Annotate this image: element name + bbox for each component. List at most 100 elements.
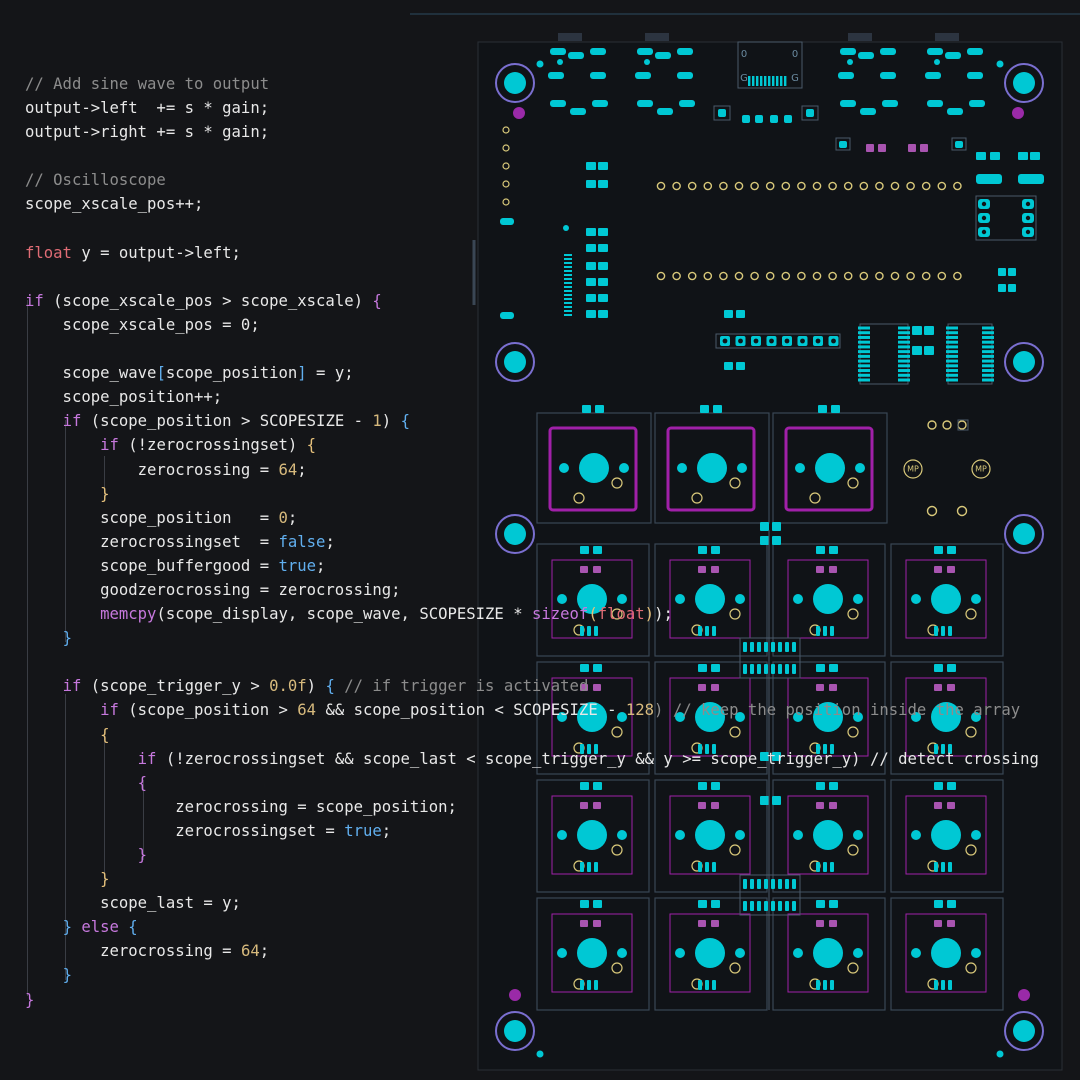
header-pin bbox=[859, 181, 869, 191]
key-led-pad bbox=[580, 920, 588, 927]
code-token: (scope_position > SCOPESIZE - bbox=[81, 412, 373, 431]
ic-right-pin bbox=[982, 340, 994, 344]
mounting-hole-ring bbox=[1004, 514, 1044, 554]
code-line[interactable]: scope_buffergood = true; bbox=[25, 554, 1039, 578]
code-line[interactable]: if (scope_position > SCOPESIZE - 1) { bbox=[25, 409, 1039, 433]
smd-pad bbox=[1008, 284, 1016, 292]
key-pin bbox=[934, 862, 938, 872]
mounting-hole-ring bbox=[495, 514, 535, 554]
ic-pin bbox=[564, 290, 572, 292]
header-pin bbox=[937, 181, 947, 191]
code-line[interactable]: if (scope_position > 64 && scope_positio… bbox=[25, 698, 1039, 722]
code-line[interactable] bbox=[25, 337, 1039, 361]
key-led-pad bbox=[580, 802, 588, 809]
code-line[interactable]: goodzerocrossing = zerocrossing; bbox=[25, 578, 1039, 602]
capacitor-pad bbox=[598, 278, 608, 286]
key-pin bbox=[580, 862, 584, 872]
code-line[interactable]: scope_last = y; bbox=[25, 891, 1039, 915]
code-line[interactable]: { bbox=[25, 723, 1039, 747]
key-center-pad bbox=[577, 938, 607, 968]
code-token bbox=[72, 918, 81, 936]
mounting-hole-ring bbox=[495, 63, 535, 103]
code-line[interactable]: scope_position = 0; bbox=[25, 506, 1039, 530]
code-line[interactable] bbox=[25, 217, 1039, 241]
key-side-pad bbox=[675, 830, 685, 840]
code-line[interactable]: if (scope_trigger_y > 0.0f) { // if trig… bbox=[25, 674, 1039, 698]
jack-pad bbox=[882, 100, 898, 107]
code-token: scope_last = y; bbox=[25, 894, 241, 913]
code-line[interactable]: if (scope_xscale_pos > scope_xscale) { bbox=[25, 289, 1039, 313]
jack-pad bbox=[592, 100, 608, 107]
ic-right-pin bbox=[946, 340, 958, 344]
test-point bbox=[903, 459, 923, 479]
connector-pin bbox=[771, 901, 775, 911]
code-token: } bbox=[100, 870, 110, 889]
key-side-pad bbox=[853, 712, 863, 722]
code-line[interactable] bbox=[25, 650, 1039, 674]
code-line[interactable]: zerocrossingset = false; bbox=[25, 530, 1039, 554]
code-line[interactable]: float y = output->left; bbox=[25, 241, 1039, 265]
code-line[interactable]: memcpy(scope_display, scope_wave, SCOPES… bbox=[25, 602, 1039, 626]
code-line[interactable]: } bbox=[25, 626, 1039, 650]
jack-via bbox=[557, 59, 563, 65]
code-editor: // Add sine wave to output output->left +… bbox=[25, 72, 1039, 1012]
connector-pin bbox=[785, 642, 789, 652]
key-side-pad bbox=[675, 712, 685, 722]
capacitor-pad bbox=[598, 180, 608, 188]
key-smd-pad bbox=[593, 664, 602, 672]
code-line[interactable]: output->left += s * gain; bbox=[25, 96, 1039, 120]
code-line[interactable]: } bbox=[25, 843, 1039, 867]
key-courtyard bbox=[536, 661, 650, 775]
key-pin bbox=[587, 626, 591, 636]
smd-pad bbox=[736, 362, 745, 370]
code-line[interactable]: zerocrossingset = true; bbox=[25, 819, 1039, 843]
code-line[interactable]: { bbox=[25, 771, 1039, 795]
jack-pad bbox=[858, 52, 874, 59]
key-silkscreen bbox=[787, 677, 869, 757]
jack-pad bbox=[945, 52, 961, 59]
key-side-pad bbox=[735, 594, 745, 604]
key-diode-pin bbox=[611, 726, 623, 738]
code-line[interactable]: zerocrossing = 64; bbox=[25, 458, 1039, 482]
code-line[interactable]: if (!zerocrossingset && scope_last < sco… bbox=[25, 747, 1039, 771]
code-line[interactable] bbox=[25, 265, 1039, 289]
code-line[interactable]: zerocrossing = 64; bbox=[25, 939, 1039, 963]
code-line[interactable]: } bbox=[25, 963, 1039, 987]
code-line[interactable] bbox=[25, 144, 1039, 168]
smd-pad bbox=[976, 152, 986, 160]
key-pin bbox=[934, 980, 938, 990]
code-line[interactable]: } bbox=[25, 482, 1039, 506]
key-silkscreen bbox=[669, 559, 751, 639]
code-line[interactable]: } else { bbox=[25, 915, 1039, 939]
ic-right-pin bbox=[982, 345, 994, 349]
key-diode-pin bbox=[847, 477, 859, 489]
key-led-pad bbox=[816, 566, 824, 573]
code-token: 128 bbox=[625, 701, 655, 720]
code-token: // Add sine wave to output bbox=[25, 75, 270, 93]
key-silkscreen bbox=[551, 559, 633, 639]
code-line[interactable]: // Add sine wave to output bbox=[25, 72, 1039, 96]
code-line[interactable]: } bbox=[25, 988, 1039, 1012]
code-line[interactable]: // Oscilloscope bbox=[25, 168, 1039, 192]
code-line[interactable]: } bbox=[25, 867, 1039, 891]
ic-pin bbox=[564, 278, 572, 280]
code-line[interactable]: output->right += s * gain; bbox=[25, 120, 1039, 144]
key-pin bbox=[816, 862, 820, 872]
code-token: ) bbox=[381, 412, 401, 431]
connector-pin bbox=[757, 901, 761, 911]
code-line[interactable]: scope_xscale_pos++; bbox=[25, 192, 1039, 216]
connector-pin bbox=[771, 642, 775, 652]
code-line[interactable]: if (!zerocrossingset) { bbox=[25, 433, 1039, 457]
key-courtyard bbox=[536, 412, 652, 524]
jack-pad bbox=[880, 72, 896, 79]
code-line[interactable]: scope_wave[scope_position] = y; bbox=[25, 361, 1039, 385]
key-led-pad bbox=[934, 566, 942, 573]
code-line[interactable]: scope_position++; bbox=[25, 385, 1039, 409]
code-token: float bbox=[25, 243, 72, 262]
connector-pin bbox=[764, 879, 768, 889]
code-line[interactable]: scope_xscale_pos = 0; bbox=[25, 313, 1039, 337]
code-line[interactable]: zerocrossing = scope_position; bbox=[25, 795, 1039, 819]
key-center-pad bbox=[813, 702, 843, 732]
key-smd-pad bbox=[595, 405, 604, 413]
key-diode-pin bbox=[729, 844, 741, 856]
